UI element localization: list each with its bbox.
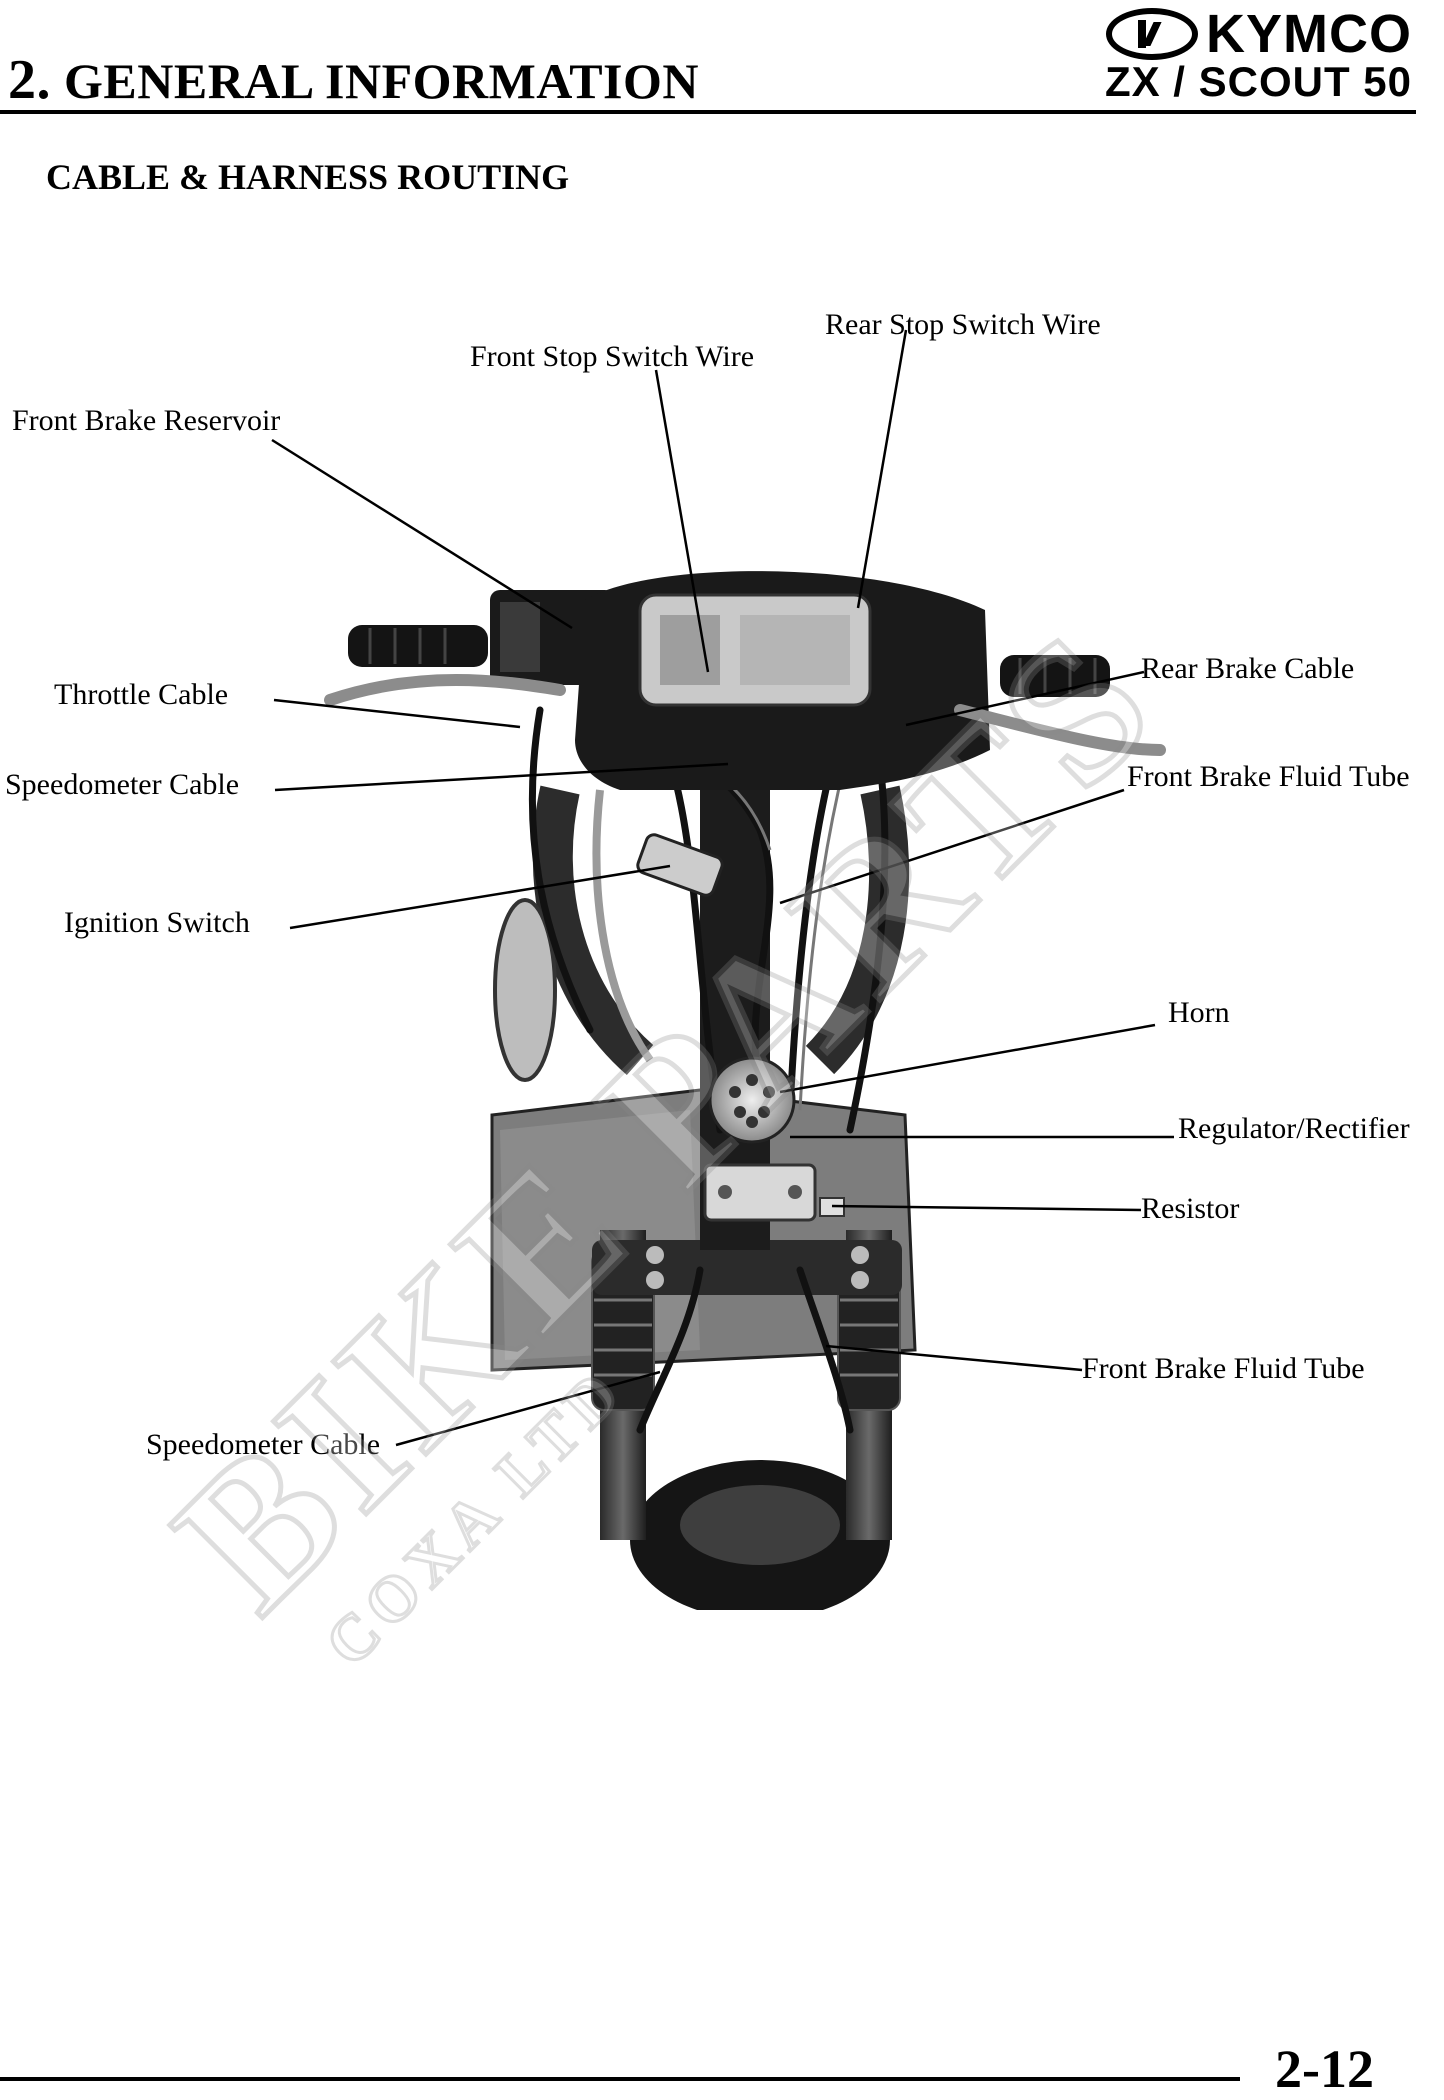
model-name: ZX / SCOUT 50 [1104, 58, 1412, 105]
label-front-brake-fluid-tube-lower: Front Brake Fluid Tube [1082, 1352, 1365, 1385]
label-horn: Horn [1168, 996, 1230, 1029]
label-throttle-cable: Throttle Cable [54, 678, 229, 711]
kymco-logo: KYMCO [1106, 6, 1412, 62]
section-title: CABLE & HARNESS ROUTING [46, 157, 570, 197]
brand-name: KYMCO [1206, 4, 1412, 64]
chapter-title: GENERAL INFORMATION [64, 53, 700, 109]
label-front-brake-fluid-tube-upper: Front Brake Fluid Tube [1127, 760, 1410, 793]
footer-rule [0, 2077, 1240, 2081]
chapter-number: 2. [8, 49, 51, 111]
chapter-heading: 2. GENERAL INFORMATION [8, 48, 699, 112]
cable-routing-figure: Rear Stop Switch Wire Front Stop Switch … [0, 230, 1444, 1610]
label-speedometer-cable-upper: Speedometer Cable [5, 768, 240, 801]
header-rule [0, 110, 1416, 114]
brand-block: KYMCO ZX / SCOUT 50 [1052, 6, 1412, 106]
label-speedometer-cable-lower: Speedometer Cable [146, 1428, 381, 1461]
label-resistor: Resistor [1141, 1192, 1240, 1225]
label-regulator-rectifier: Regulator/Rectifier [1178, 1112, 1410, 1145]
label-front-brake-reservoir: Front Brake Reservoir [12, 404, 281, 437]
label-front-stop-switch-wire: Front Stop Switch Wire [470, 340, 755, 373]
page-number: 2-12 [1275, 2039, 1374, 2099]
label-ignition-switch: Ignition Switch [64, 906, 250, 939]
label-rear-brake-cable: Rear Brake Cable [1141, 652, 1355, 685]
scooter-front-illustration [271, 329, 1174, 1610]
label-rear-stop-switch-wire: Rear Stop Switch Wire [825, 308, 1101, 341]
kymco-logo-icon [1106, 8, 1198, 60]
